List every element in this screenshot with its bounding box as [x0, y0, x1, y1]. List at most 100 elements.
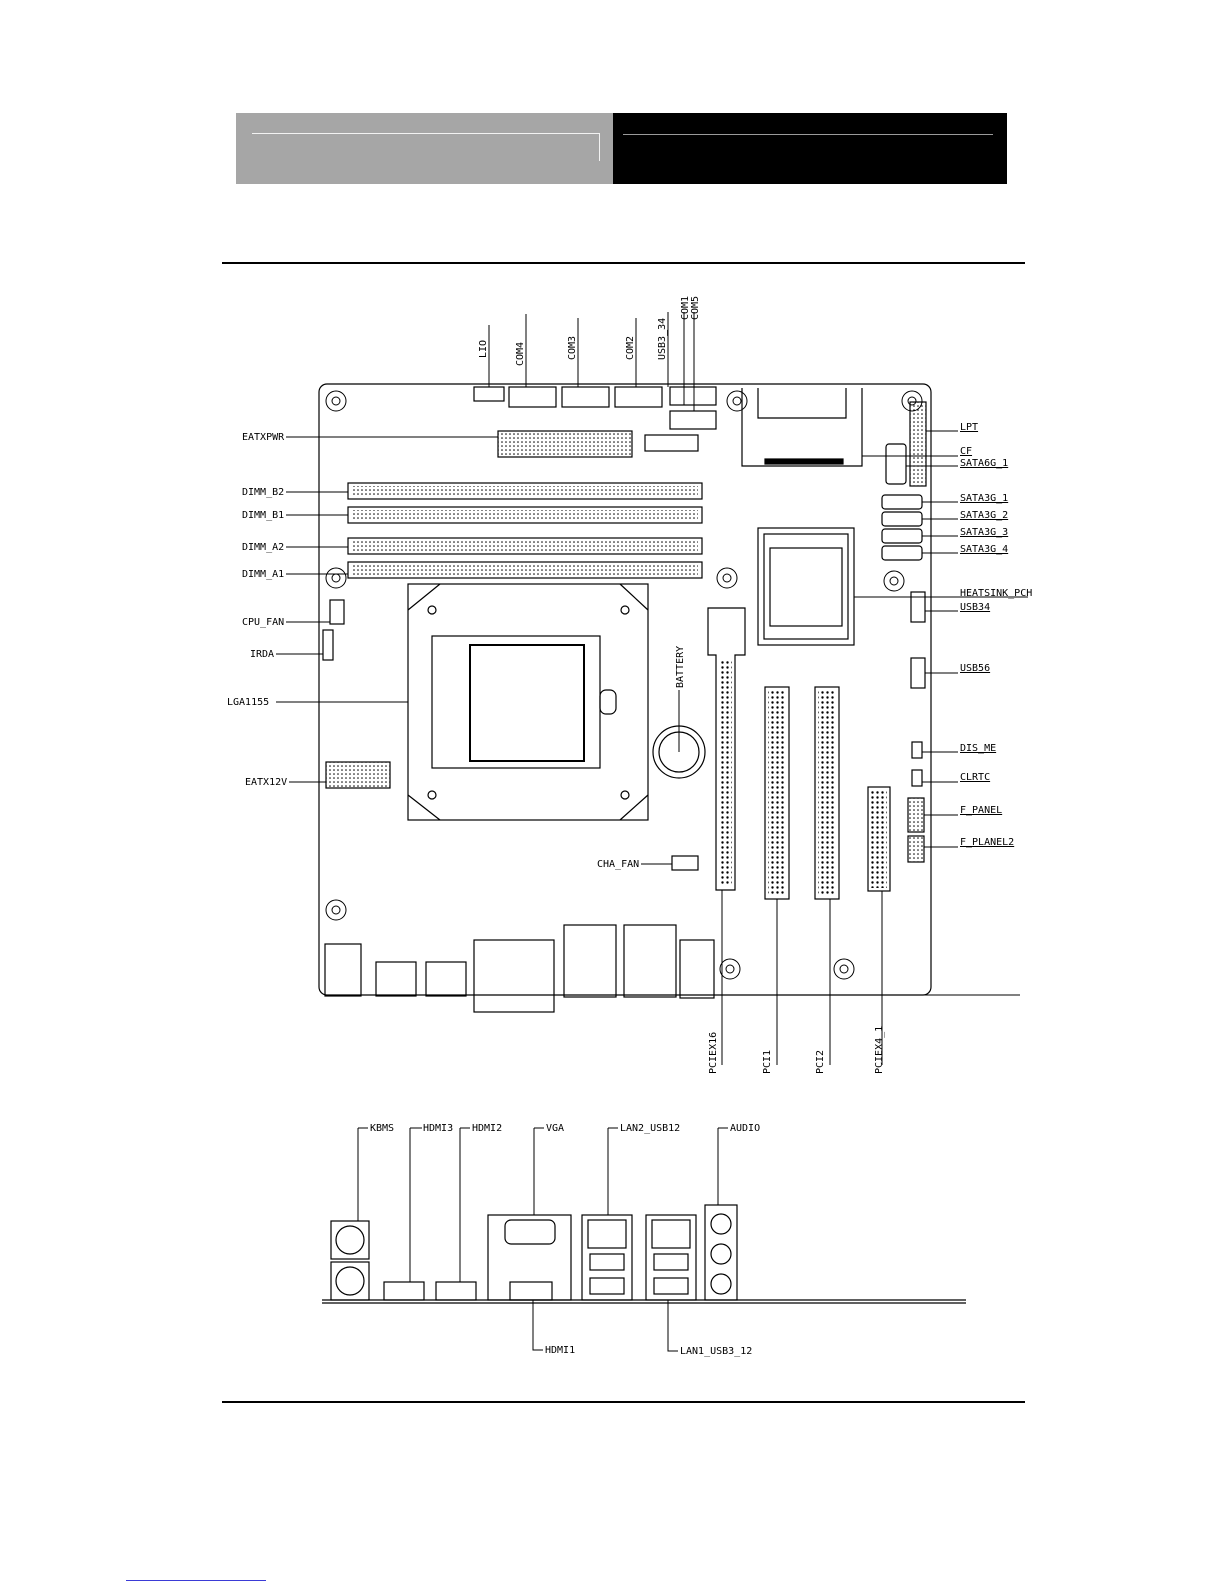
header-left-tick [599, 133, 600, 161]
label-sata6g-1: SATA6G_1 [960, 458, 1008, 469]
pci2-slot [814, 686, 840, 900]
label-com1: COM1 [680, 296, 691, 320]
label-clrtc: CLRTC [960, 772, 990, 783]
label-dis-me: DIS_ME [960, 743, 996, 754]
label-com2: COM2 [625, 336, 636, 360]
label-cf: CF [960, 446, 972, 457]
lga1155-socket [407, 583, 649, 821]
pch-heatsink [757, 527, 855, 646]
dimm-b2-slot [347, 482, 703, 500]
leader-lines [276, 312, 1028, 1065]
io-vga-port [504, 1219, 556, 1245]
clrtc-jumper [911, 769, 923, 787]
com3-header [561, 386, 610, 408]
label-lio: LIO [478, 340, 489, 358]
header-right-bar [613, 113, 1007, 184]
label-cpu-fan: CPU_FAN [242, 617, 284, 628]
lio-header [473, 386, 505, 402]
io-hdmi3 [383, 1281, 425, 1301]
rear-hdmi2 [425, 961, 467, 997]
label-sata3g-4: SATA3G_4 [960, 544, 1008, 555]
label-dimm-b2: DIMM_B2 [242, 487, 284, 498]
io-label-hdmi3: HDMI3 [423, 1123, 453, 1134]
header-left-rule [252, 133, 600, 134]
label-battery: BATTERY [675, 646, 686, 688]
label-lga1155: LGA1155 [227, 697, 269, 708]
sata3g-3 [881, 528, 923, 544]
io-hdmi2 [435, 1281, 477, 1301]
io-lan2-usb12 [581, 1214, 633, 1301]
io-label-lan1-usb3-12: LAN1_USB3_12 [680, 1346, 752, 1357]
dimm-a2-slot [347, 537, 703, 555]
rear-vga-hdmi1 [473, 939, 555, 1013]
sata3g-2 [881, 511, 923, 527]
label-usb34: USB34 [960, 602, 990, 613]
usb34-header [910, 591, 926, 623]
label-com5: COM5 [690, 296, 701, 320]
label-pci2: PCI2 [815, 1050, 826, 1074]
io-hdmi1 [509, 1281, 553, 1301]
mounting-holes [325, 390, 923, 980]
sata3g-4 [881, 545, 923, 561]
dimm-a1-slot [347, 561, 703, 579]
io-label-audio: AUDIO [730, 1123, 760, 1134]
io-label-lan2-usb12: LAN2_USB12 [620, 1123, 680, 1134]
label-eatxpwr: EATXPWR [242, 432, 285, 443]
io-label-hdmi2: HDMI2 [472, 1123, 502, 1134]
pciex16-slot [707, 607, 746, 891]
io-baseline [322, 1299, 966, 1304]
label-dimm-a1: DIMM_A1 [242, 569, 284, 580]
header-left-bar [236, 113, 613, 184]
sata6g-1 [885, 443, 907, 485]
cha-fan-header [671, 855, 699, 871]
label-com3: COM3 [567, 336, 578, 360]
io-lan1-usb3-12 [645, 1214, 697, 1301]
label-sata3g-3: SATA3G_3 [960, 527, 1008, 538]
label-pci1: PCI1 [762, 1050, 773, 1074]
label-com4: COM4 [515, 342, 526, 366]
io-panel [322, 1204, 966, 1304]
usb3-34-header [669, 386, 717, 406]
top-divider [222, 262, 1025, 264]
sata3g-1 [881, 494, 923, 510]
label-dimm-b1: DIMM_B1 [242, 510, 284, 521]
label-heatsink-pch: HEATSINK_PCH [960, 588, 1032, 599]
label-eatx12v: EATX12V [245, 777, 287, 788]
rear-lan1-usb3-12 [623, 924, 677, 998]
label-f-planel2: F_PLANEL2 [960, 837, 1014, 848]
header-right-rule [623, 134, 993, 135]
cf-slot [741, 388, 863, 467]
label-usb56: USB56 [960, 663, 990, 674]
rear-audio [679, 939, 715, 999]
rear-hdmi3 [375, 961, 417, 997]
com-header-lower [669, 410, 717, 430]
rear-kbms [324, 943, 362, 997]
bottom-divider [222, 1401, 1025, 1403]
io-label-kbms: KBMS [370, 1123, 394, 1134]
label-sata3g-1: SATA3G_1 [960, 493, 1008, 504]
io-leader-lines [357, 1127, 728, 1352]
label-dimm-a2: DIMM_A2 [242, 542, 284, 553]
label-f-panel: F_PANEL [960, 805, 1002, 816]
io-label-vga: VGA [546, 1123, 564, 1134]
label-sata3g-2: SATA3G_2 [960, 510, 1008, 521]
io-kbms-top [330, 1220, 370, 1260]
com4-header [508, 386, 557, 408]
com2-header [614, 386, 663, 408]
pciex4-1-slot [867, 786, 891, 892]
io-audio [704, 1204, 738, 1301]
label-usb3-34: USB3_34 [657, 318, 668, 360]
usb56-header [910, 657, 926, 689]
footer-link-underline [126, 1580, 266, 1581]
label-cha-fan: CHA_FAN [597, 859, 639, 870]
io-kbms-bottom [330, 1261, 370, 1301]
board-outline [318, 383, 932, 996]
dis-me-jumper [911, 741, 923, 759]
label-pciex4-1: PCIEX4_1 [874, 1026, 885, 1074]
label-lpt: LPT [960, 422, 978, 433]
label-pciex16: PCIEX16 [708, 1032, 719, 1074]
rear-lan2-usb12 [563, 924, 617, 998]
io-label-hdmi1: HDMI1 [545, 1345, 575, 1356]
small-header [644, 434, 699, 452]
